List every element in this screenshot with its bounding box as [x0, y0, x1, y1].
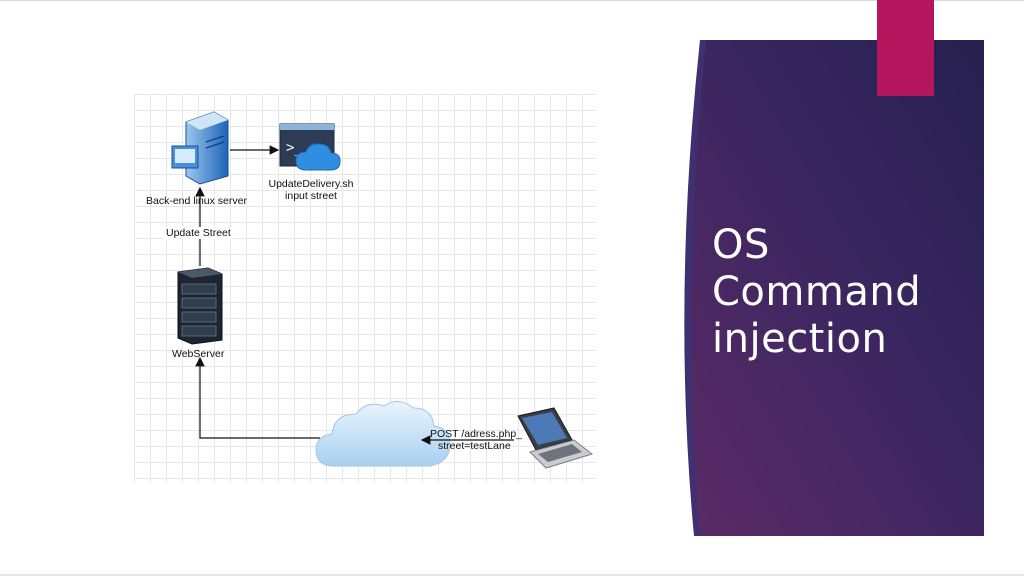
title-line-1: OS: [712, 222, 770, 268]
webserver-label: WebServer: [172, 348, 225, 360]
backend-server-label: Back-end linux server: [146, 195, 247, 207]
internet-cloud-icon: [315, 401, 451, 467]
arrow-cloud-to-webserver: [195, 356, 320, 439]
accent-tab: [877, 0, 934, 96]
architecture-diagram: >_ Back-end l: [134, 94, 596, 482]
update-street-label: Update Street: [164, 227, 233, 239]
terminal-cloud-icon: >_: [279, 123, 341, 171]
diagram-canvas: >_: [171, 111, 594, 469]
slide-title: OS Command injection: [712, 222, 972, 363]
request-label-line2: street=testLane: [438, 440, 511, 452]
title-line-3: injection: [712, 316, 888, 362]
top-divider: [0, 0, 1024, 1]
script-label-line1: UpdateDelivery.sh: [268, 178, 354, 190]
script-label-line2: input street: [285, 190, 337, 202]
webserver-rack-icon: [177, 267, 223, 345]
backend-server-icon: [171, 111, 229, 185]
svg-text:>_: >_: [286, 140, 303, 156]
bottom-divider: [0, 574, 1024, 576]
panel-main: [691, 40, 984, 536]
request-label-line1: POST /adress.php_: [430, 428, 523, 440]
laptop-icon: [517, 407, 594, 469]
title-line-2: Command: [712, 269, 922, 315]
